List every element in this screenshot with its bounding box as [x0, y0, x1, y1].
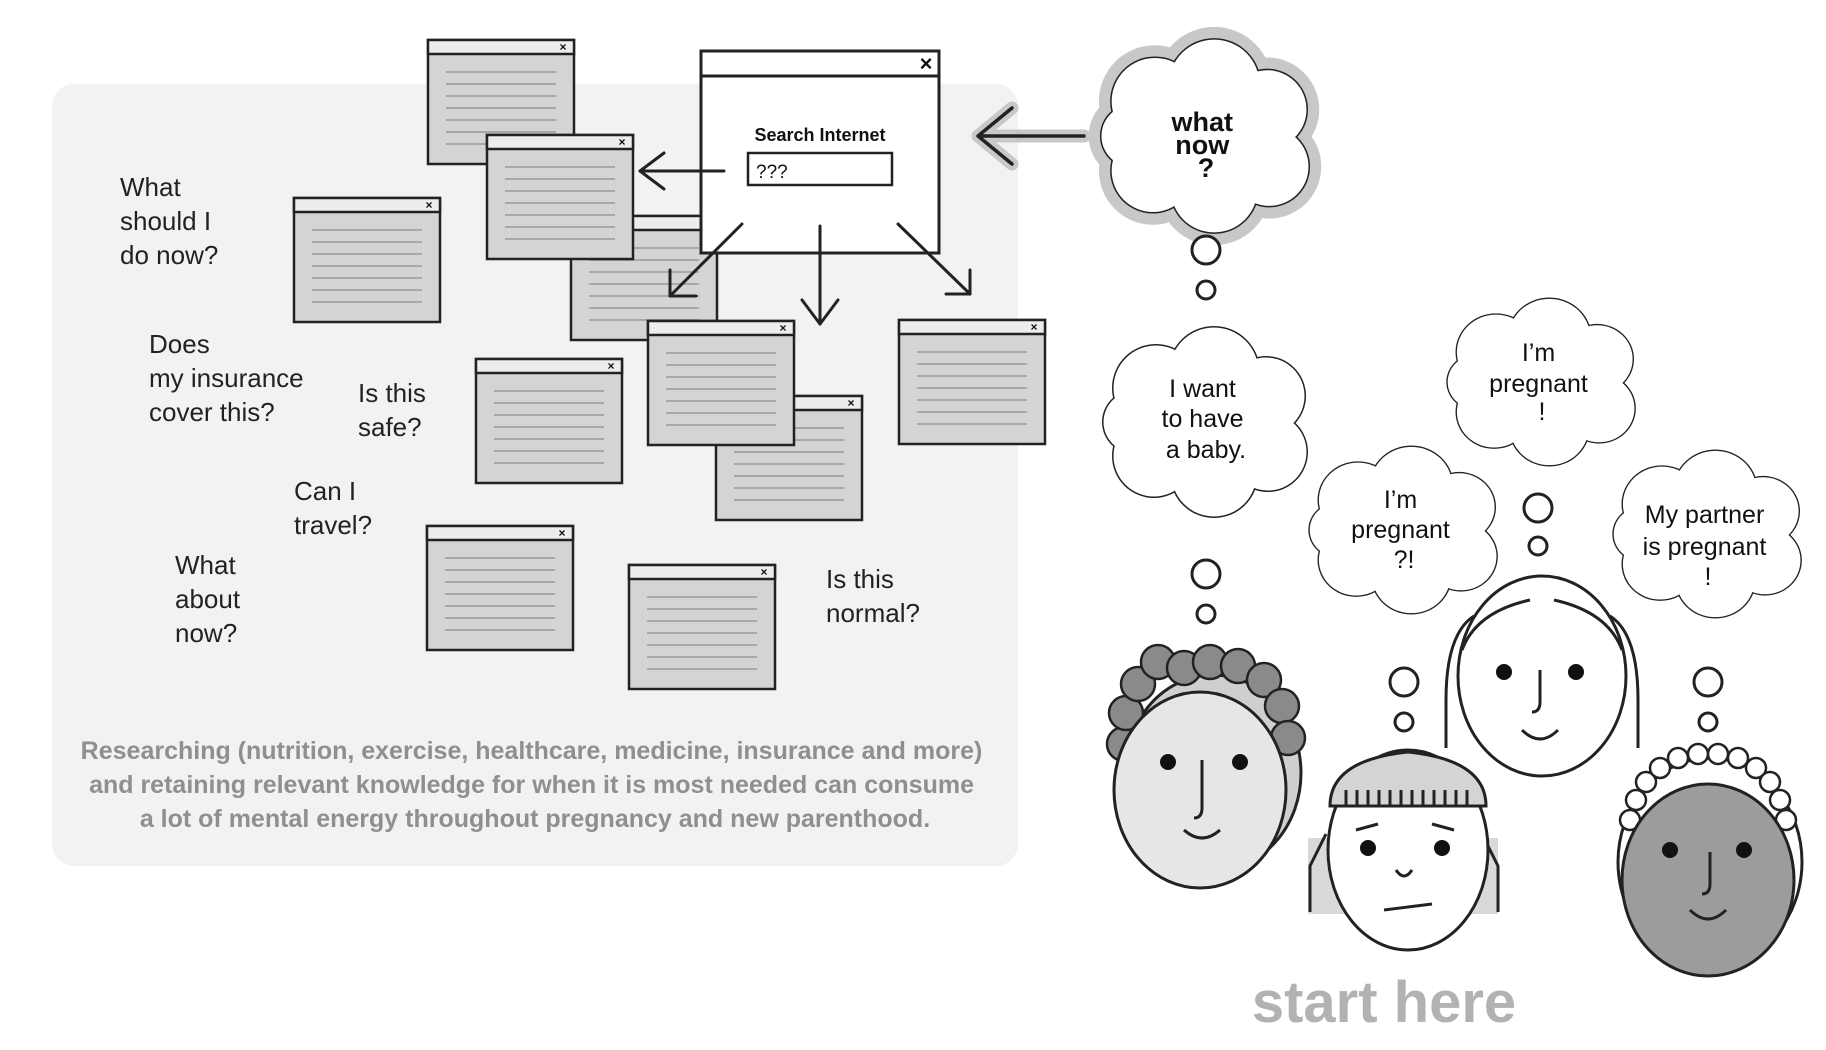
thought-bubble: I want to have a baby. — [1102, 326, 1308, 518]
what-now-text: what now ? — [1170, 107, 1240, 183]
left-arrow-icon — [971, 101, 1091, 171]
browser-window — [897, 318, 1047, 446]
thought-bubble: I’m pregnant ! — [1446, 297, 1636, 467]
thought-dots — [1190, 492, 1724, 733]
thought-dot — [1195, 279, 1217, 301]
question-text: Can I travel? — [294, 476, 372, 540]
thought-dot — [1190, 234, 1222, 266]
question-text: What should I do now? — [120, 172, 218, 270]
person-curly-hair — [1105, 643, 1307, 890]
start-here-label: start here — [1252, 970, 1516, 1035]
search-window-title: Search Internet — [754, 125, 885, 145]
search-window: × Search Internet ??? — [699, 49, 941, 255]
question-text: Does my insurance cover this? — [149, 329, 311, 427]
browser-window — [627, 563, 777, 691]
panel-caption: Researching (nutrition, exercise, health… — [81, 737, 990, 833]
browser-window — [485, 133, 635, 261]
question-text: Is this normal? — [826, 564, 920, 628]
thought-bubble: My partner is pregnant ! — [1612, 449, 1802, 619]
svg-text:I want to have a b: I want to have a baby. — [1162, 375, 1251, 464]
person-dark-face — [1616, 742, 1804, 978]
result-arrows — [638, 151, 972, 326]
browser-window — [474, 357, 624, 485]
person-parted-hair — [1444, 574, 1640, 778]
svg-text:I’m pregnant !: I’m pregnant ! — [1489, 339, 1595, 426]
svg-text:I’m pregnant ?!: I’m pregnant ?! — [1351, 486, 1457, 574]
svg-text:My partner is pregnant: My partner is pregnant ! — [1643, 501, 1774, 591]
close-icon[interactable]: × — [920, 51, 933, 76]
question-text: Is this safe? — [358, 378, 433, 442]
what-now-bubble: what now ? — [1100, 38, 1310, 234]
thought-bubble: I’m pregnant ?! — [1308, 445, 1498, 615]
search-input[interactable] — [746, 151, 894, 187]
browser-window — [292, 196, 442, 324]
person-worried — [1308, 748, 1500, 952]
browser-window — [646, 319, 796, 447]
question-list: What should I do now? Does my insurance … — [120, 172, 920, 648]
browser-window — [425, 524, 575, 652]
question-text: What about now? — [175, 550, 247, 648]
search-query: ??? — [756, 162, 788, 183]
